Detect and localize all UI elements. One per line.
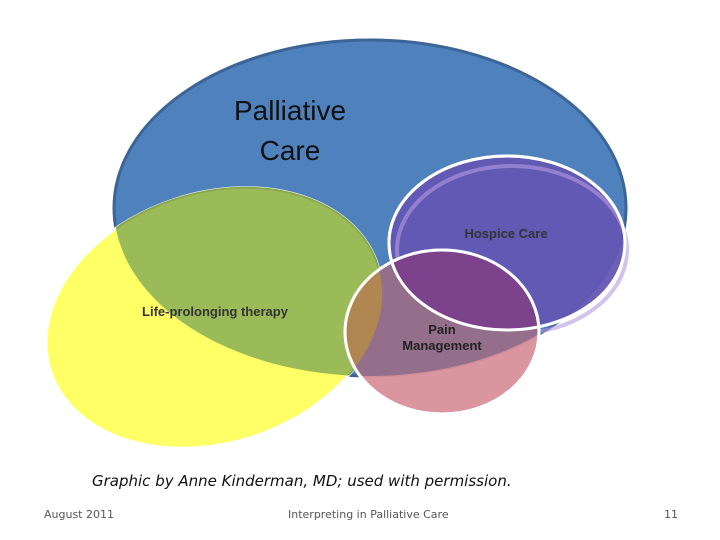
palliative-care-title-line2: Care <box>260 135 321 166</box>
hospice-care-label: Hospice Care <box>464 226 547 241</box>
footer-date: August 2011 <box>44 508 114 521</box>
palliative-care-title-line1: Palliative <box>234 95 346 126</box>
life-prolonging-label: Life-prolonging therapy <box>142 304 289 319</box>
page-number: 11 <box>664 508 678 521</box>
life-prolonging-overlap <box>114 186 384 376</box>
footer-title: Interpreting in Palliative Care <box>288 508 449 521</box>
pain-management-label-line1: Pain <box>428 322 456 337</box>
image-credit-caption: Graphic by Anne Kinderman, MD; used with… <box>92 472 512 490</box>
pain-management-label-line2: Management <box>402 338 482 353</box>
